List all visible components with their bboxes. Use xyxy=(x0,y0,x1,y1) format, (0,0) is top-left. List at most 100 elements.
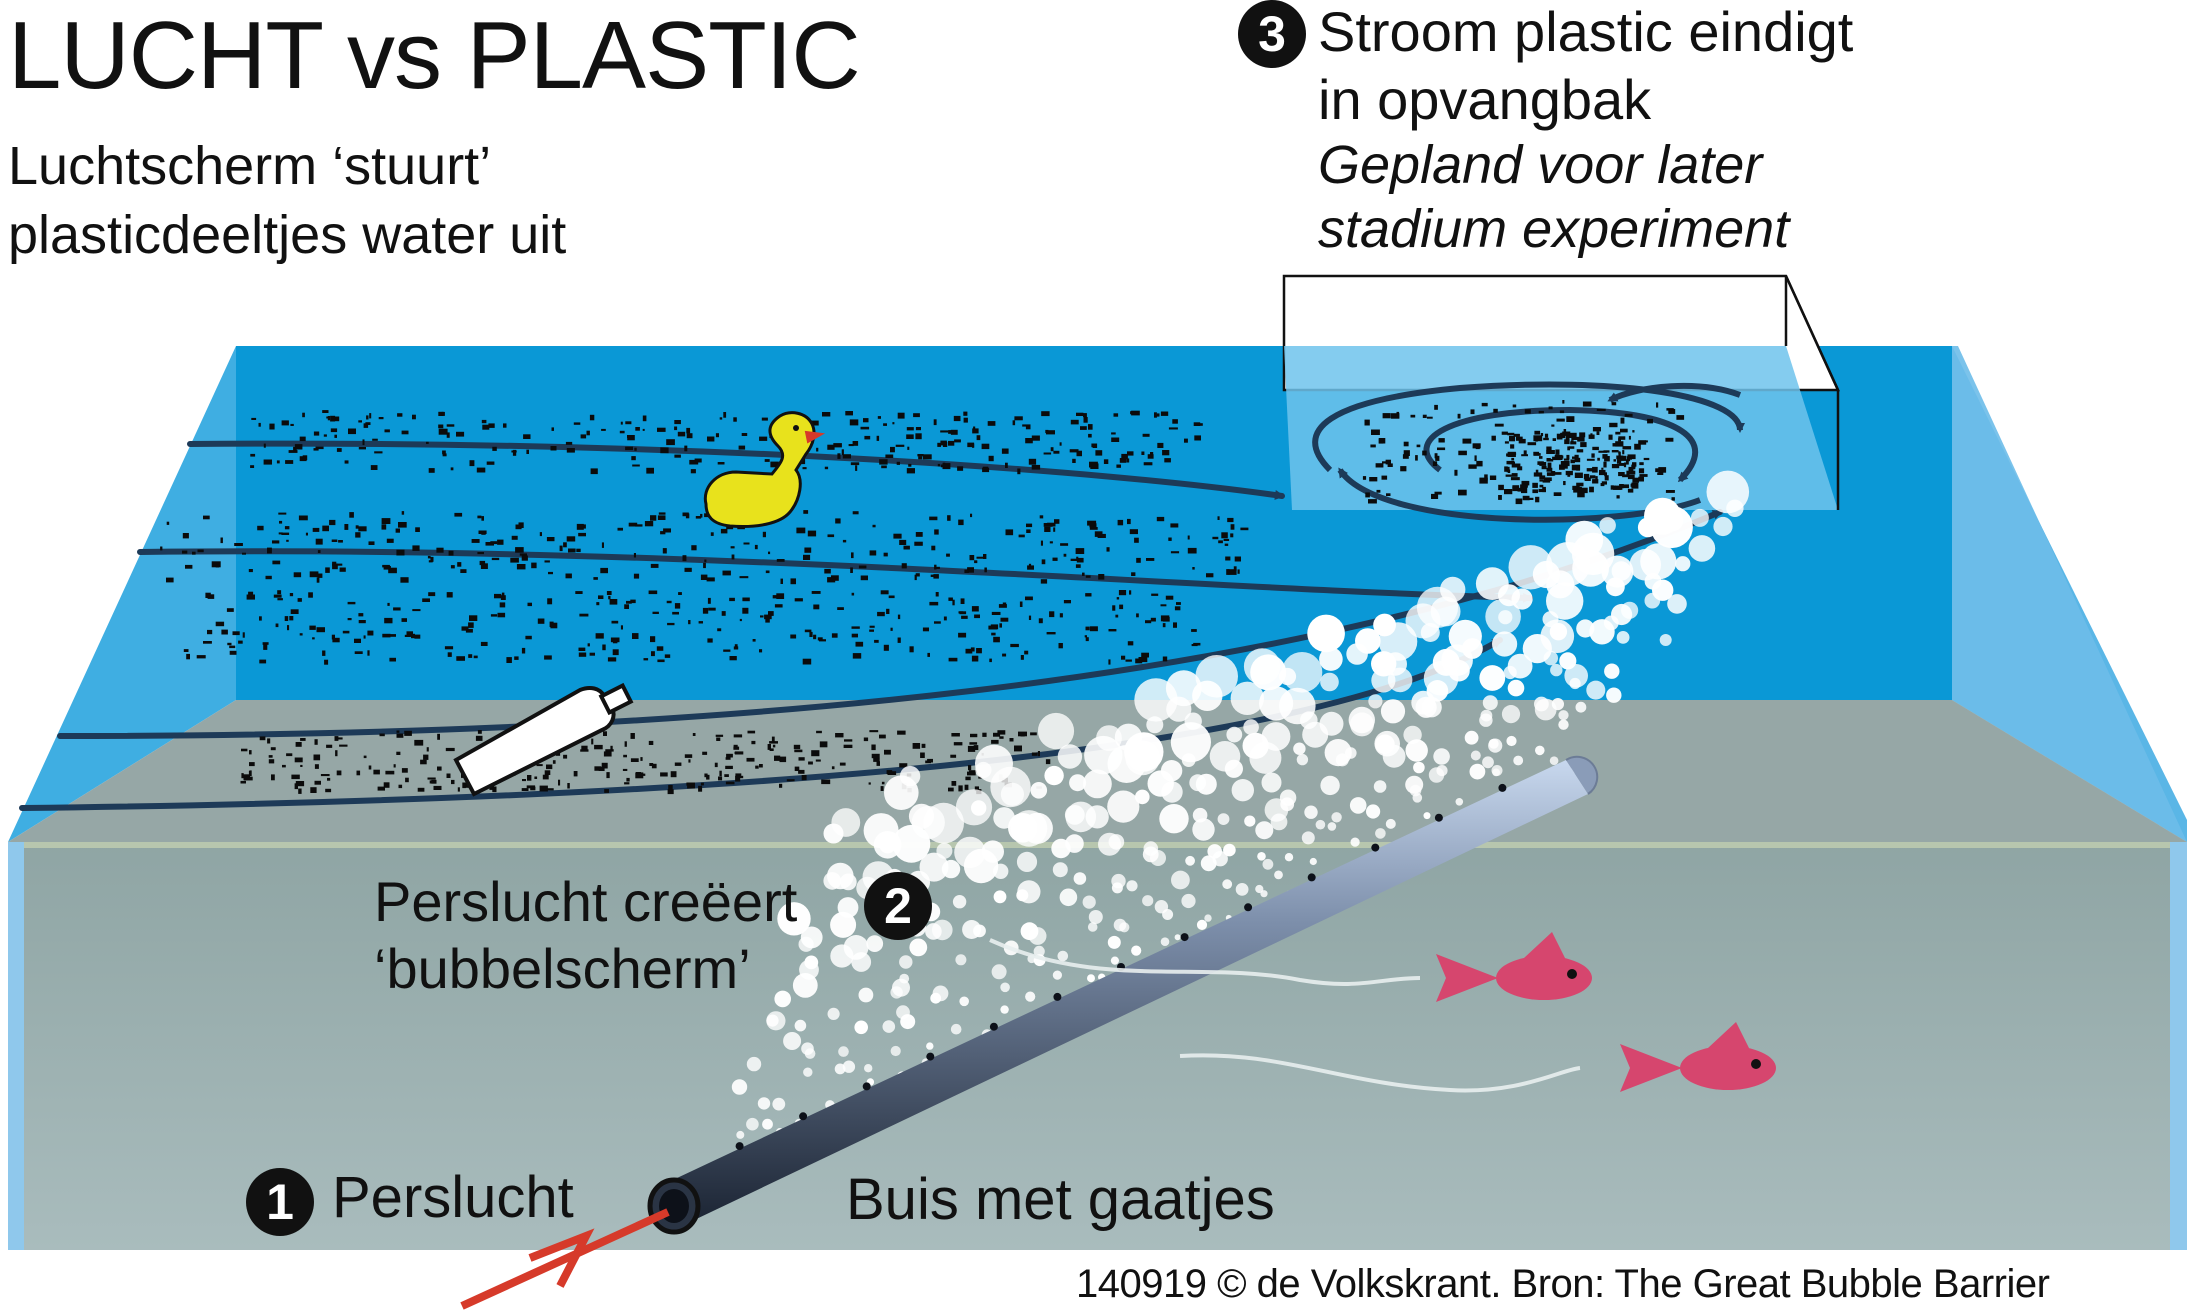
plastic-particle xyxy=(824,568,831,574)
plastic-particle xyxy=(689,459,699,465)
plastic-particle xyxy=(1541,465,1547,470)
plastic-particle xyxy=(404,634,411,637)
plastic-particle xyxy=(1618,451,1621,454)
plastic-particle xyxy=(764,459,770,462)
bubble xyxy=(1480,709,1493,722)
plastic-particle xyxy=(412,414,416,420)
plastic-particle xyxy=(510,557,519,563)
plastic-particle xyxy=(272,540,280,544)
bubble xyxy=(1044,765,1064,786)
plastic-particle xyxy=(278,512,287,515)
plastic-particle xyxy=(550,622,558,629)
plastic-particle xyxy=(1119,458,1127,463)
plastic-particle xyxy=(970,647,975,652)
plastic-particle xyxy=(310,787,317,793)
bubble xyxy=(1558,719,1569,730)
plastic-particle xyxy=(1570,441,1577,445)
bubble xyxy=(1659,634,1672,646)
bubble xyxy=(1462,638,1483,659)
plastic-particle xyxy=(657,427,666,432)
fish-icon xyxy=(1436,932,1592,1002)
bubble xyxy=(800,926,823,949)
plastic-particle xyxy=(446,424,455,427)
plastic-particle xyxy=(427,555,431,559)
plastic-particle xyxy=(714,762,718,768)
plastic-particle xyxy=(242,632,245,638)
plastic-particle xyxy=(396,751,401,755)
plastic-particle xyxy=(1009,738,1014,742)
plastic-particle xyxy=(821,779,831,785)
plastic-particle xyxy=(970,513,973,518)
plastic-particle xyxy=(1574,454,1579,460)
bubble xyxy=(1174,934,1181,941)
plastic-particle xyxy=(1628,435,1631,440)
plastic-particle xyxy=(1108,659,1111,665)
bubble xyxy=(1575,701,1587,713)
plastic-particle xyxy=(912,743,921,749)
plastic-particle xyxy=(883,552,888,557)
page-title: LUCHT vs PLASTIC xyxy=(8,2,861,109)
plastic-particle xyxy=(650,636,656,643)
plastic-particle xyxy=(325,788,332,793)
plastic-particle xyxy=(1565,470,1573,476)
plastic-particle xyxy=(277,590,282,595)
plastic-particle xyxy=(1579,432,1586,438)
plastic-particle xyxy=(1028,563,1032,567)
plastic-particle xyxy=(684,445,688,452)
plastic-particle xyxy=(908,463,912,467)
plastic-particle xyxy=(1113,413,1119,417)
plastic-particle xyxy=(1052,557,1058,561)
plastic-particle xyxy=(715,734,724,737)
plastic-particle xyxy=(1162,616,1170,622)
bubble xyxy=(1262,858,1274,870)
plastic-particle xyxy=(1522,495,1530,501)
plastic-particle xyxy=(291,774,300,780)
plastic-particle xyxy=(381,524,387,530)
bubble xyxy=(1279,687,1316,725)
plastic-particle xyxy=(897,637,901,643)
plastic-particle xyxy=(437,766,442,771)
plastic-particle xyxy=(1620,417,1625,424)
plastic-particle xyxy=(869,625,875,628)
plastic-particle xyxy=(968,765,972,771)
plastic-particle xyxy=(954,439,961,443)
plastic-particle xyxy=(1012,420,1016,426)
plastic-particle xyxy=(522,779,526,782)
plastic-particle xyxy=(471,539,480,543)
plastic-particle xyxy=(1024,650,1029,655)
plastic-particle xyxy=(335,750,338,757)
plastic-particle xyxy=(262,642,269,645)
plastic-particle xyxy=(383,566,391,570)
plastic-particle xyxy=(877,611,885,617)
plastic-particle xyxy=(317,573,323,578)
plastic-particle xyxy=(1628,466,1634,472)
plastic-particle xyxy=(396,730,400,733)
plastic-particle xyxy=(1543,477,1552,481)
step-3-note-line-1: Gepland voor later xyxy=(1318,135,1763,195)
plastic-particle xyxy=(625,446,633,451)
plastic-particle xyxy=(299,633,303,636)
plastic-particle xyxy=(1121,655,1126,660)
plastic-particle xyxy=(1498,484,1504,491)
plastic-particle xyxy=(278,532,283,535)
plastic-particle xyxy=(1018,534,1025,538)
bubble xyxy=(1124,732,1164,772)
plastic-particle xyxy=(220,537,223,544)
plastic-particle xyxy=(723,649,731,652)
plastic-particle xyxy=(876,761,880,766)
plastic-particle xyxy=(717,462,725,465)
bubble xyxy=(1688,535,1716,562)
plastic-particle xyxy=(648,590,658,595)
bubble xyxy=(1350,837,1360,847)
plastic-particle xyxy=(363,755,367,759)
plastic-particle xyxy=(620,625,623,630)
plastic-particle xyxy=(972,443,975,448)
plastic-particle xyxy=(521,647,526,654)
plastic-particle xyxy=(735,773,742,777)
plastic-particle xyxy=(298,788,302,794)
plastic-particle xyxy=(817,637,823,641)
plastic-particle xyxy=(527,775,532,781)
plastic-particle xyxy=(338,540,343,543)
bubble xyxy=(1181,893,1196,909)
plastic-particle xyxy=(858,565,867,569)
